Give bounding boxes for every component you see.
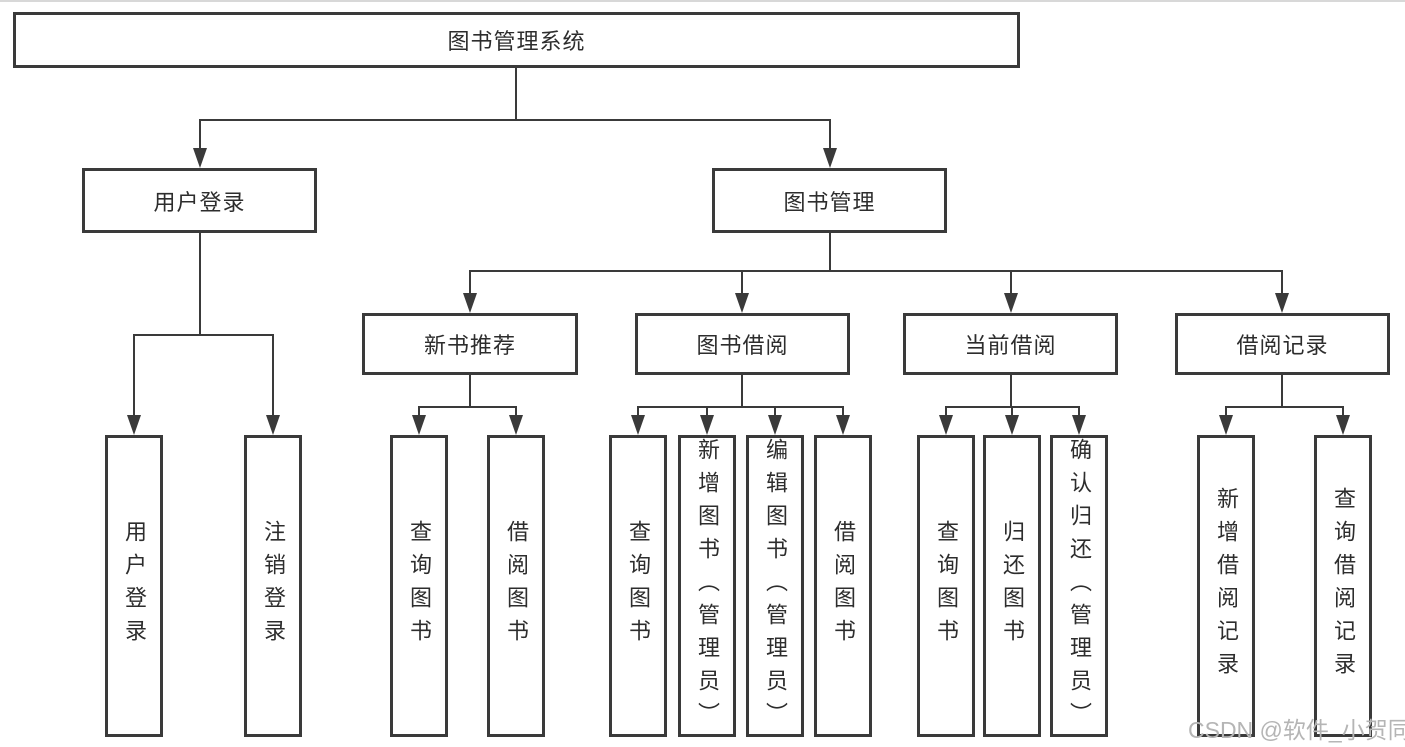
node-label: 用户登录 bbox=[153, 189, 246, 215]
leaf-user-login: 用户登录 bbox=[105, 435, 163, 737]
node-label: 新书推荐 bbox=[423, 333, 516, 358]
connector-bus bbox=[1225, 406, 1344, 408]
connector-bus bbox=[637, 406, 844, 408]
arrow-down-icon bbox=[1072, 407, 1086, 435]
arrow-down-icon bbox=[193, 120, 207, 168]
node-book-management: 图书管理 bbox=[712, 168, 947, 233]
node-label: 当前借阅 bbox=[964, 333, 1057, 358]
connector-stem bbox=[199, 233, 201, 335]
leaf-return-books: 归还图书 bbox=[983, 435, 1041, 737]
leaf-add-borrow-record: 新增借阅记录 bbox=[1197, 435, 1255, 737]
node-label: 归还图书 bbox=[1000, 520, 1025, 652]
connector-bus bbox=[199, 119, 831, 121]
node-label: 新增借阅记录 bbox=[1214, 487, 1239, 685]
leaf-confirm-return-admin: 确认归还（管理员） bbox=[1050, 435, 1108, 737]
node-label: 查询图书 bbox=[626, 520, 651, 652]
arrow-down-icon bbox=[266, 335, 280, 435]
connector-bus bbox=[133, 334, 274, 336]
arrow-down-icon bbox=[1219, 407, 1233, 435]
leaf-borrow-books-recommend: 借阅图书 bbox=[487, 435, 545, 737]
node-label: 借阅图书 bbox=[504, 520, 529, 652]
arrow-down-icon bbox=[836, 407, 850, 435]
arrow-down-icon bbox=[823, 120, 837, 168]
node-new-book-recommendation: 新书推荐 bbox=[362, 313, 578, 375]
node-label: 借阅图书 bbox=[831, 520, 856, 652]
leaf-query-books-borrowing: 查询图书 bbox=[609, 435, 667, 737]
arrow-down-icon bbox=[768, 407, 782, 435]
leaf-query-borrow-record: 查询借阅记录 bbox=[1314, 435, 1372, 737]
arrow-down-icon bbox=[700, 407, 714, 435]
node-label: 图书借阅 bbox=[696, 333, 789, 358]
connector-bus bbox=[469, 270, 1283, 272]
node-book-borrowing: 图书借阅 bbox=[635, 313, 850, 375]
node-borrowing-records: 借阅记录 bbox=[1175, 313, 1390, 375]
node-label: 图书管理 bbox=[783, 189, 876, 215]
arrow-down-icon bbox=[1004, 271, 1018, 313]
connector-stem bbox=[1010, 375, 1012, 407]
arrow-down-icon bbox=[631, 407, 645, 435]
connector-stem bbox=[829, 233, 831, 271]
node-label: 查询图书 bbox=[934, 520, 959, 652]
leaf-borrow-books: 借阅图书 bbox=[814, 435, 872, 737]
arrow-down-icon bbox=[127, 335, 141, 435]
node-library-management-system: 图书管理系统 bbox=[13, 12, 1020, 68]
leaf-edit-books-admin: 编辑图书（管理员） bbox=[746, 435, 804, 737]
node-label: 注销登录 bbox=[261, 520, 286, 652]
arrow-down-icon bbox=[1005, 407, 1019, 435]
arrow-down-icon bbox=[939, 407, 953, 435]
node-label: 图书管理系统 bbox=[447, 29, 586, 54]
node-label: 新增图书（管理员） bbox=[695, 438, 720, 735]
leaf-query-books-recommend: 查询图书 bbox=[390, 435, 448, 737]
node-label: 确认归还（管理员） bbox=[1067, 438, 1092, 735]
connector-stem bbox=[469, 375, 471, 407]
arrow-down-icon bbox=[735, 271, 749, 313]
node-label: 编辑图书（管理员） bbox=[763, 438, 788, 735]
arrow-down-icon bbox=[463, 271, 477, 313]
arrow-down-icon bbox=[412, 407, 426, 435]
arrow-down-icon bbox=[1275, 271, 1289, 313]
connector-stem bbox=[1281, 375, 1283, 407]
node-current-borrowing: 当前借阅 bbox=[903, 313, 1118, 375]
connector-bus bbox=[418, 406, 517, 408]
connector-stem bbox=[515, 68, 517, 120]
arrow-down-icon bbox=[509, 407, 523, 435]
connector-stem bbox=[741, 375, 743, 407]
page-top-border bbox=[0, 0, 1405, 2]
node-label: 借阅记录 bbox=[1236, 333, 1329, 358]
node-label: 用户登录 bbox=[122, 520, 147, 652]
node-label: 查询借阅记录 bbox=[1331, 487, 1356, 685]
leaf-logout: 注销登录 bbox=[244, 435, 302, 737]
leaf-add-books-admin: 新增图书（管理员） bbox=[678, 435, 736, 737]
leaf-query-books-current: 查询图书 bbox=[917, 435, 975, 737]
node-label: 查询图书 bbox=[407, 520, 432, 652]
csdn-watermark: CSDN @软件_小贺同学 bbox=[1188, 717, 1405, 743]
arrow-down-icon bbox=[1336, 407, 1350, 435]
node-user-login: 用户登录 bbox=[82, 168, 317, 233]
